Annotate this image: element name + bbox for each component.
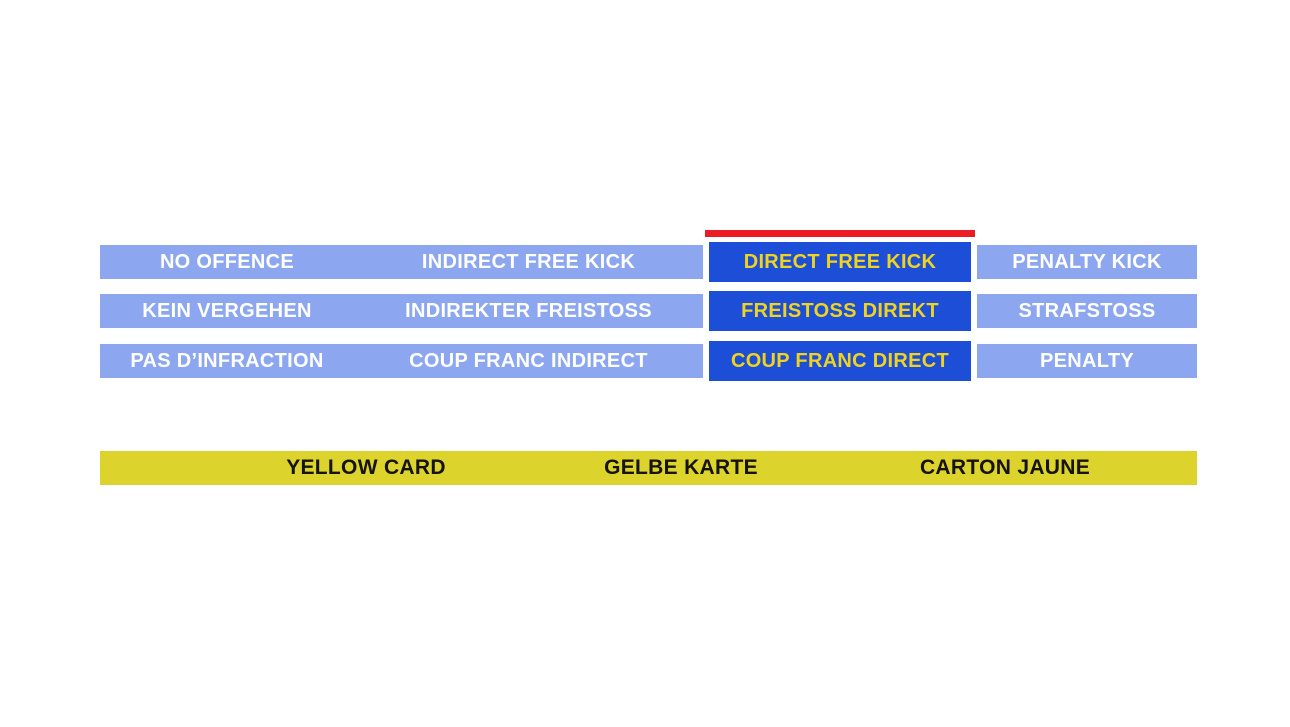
- yellow-card-label-fr: CARTON JAUNE: [919, 456, 1091, 479]
- option-penalty-kick-en[interactable]: PENALTY KICK: [977, 245, 1197, 279]
- yellow-card-bar[interactable]: YELLOW CARD GELBE KARTE CARTON JAUNE: [100, 451, 1197, 485]
- option-group-left-french: PAS D’INFRACTION COUP FRANC INDIRECT: [100, 344, 703, 378]
- option-indirect-free-kick-fr[interactable]: COUP FRANC INDIRECT: [409, 349, 648, 372]
- option-group-left-german: KEIN VERGEHEN INDIREKTER FREISTOSS: [100, 294, 703, 328]
- option-direct-free-kick-de-selected[interactable]: FREISTOSS DIREKT: [709, 291, 971, 331]
- option-direct-free-kick-fr-selected[interactable]: COUP FRANC DIRECT: [709, 341, 971, 381]
- decision-row-german: KEIN VERGEHEN INDIREKTER FREISTOSS FREIS…: [100, 291, 1197, 331]
- decision-board: NO OFFENCE INDIRECT FREE KICK DIRECT FRE…: [100, 230, 1197, 390]
- option-penalty-kick-fr[interactable]: PENALTY: [977, 344, 1197, 378]
- yellow-card-label-en: YELLOW CARD: [286, 456, 446, 479]
- option-no-offence-en[interactable]: NO OFFENCE: [159, 250, 295, 273]
- option-penalty-kick-de[interactable]: STRAFSTOSS: [977, 294, 1197, 328]
- option-group-left-english: NO OFFENCE INDIRECT FREE KICK: [100, 245, 703, 279]
- option-no-offence-de[interactable]: KEIN VERGEHEN: [142, 299, 312, 322]
- option-indirect-free-kick-de[interactable]: INDIREKTER FREISTOSS: [405, 299, 652, 322]
- selection-indicator-bar: [705, 230, 975, 237]
- yellow-card-label-de: GELBE KARTE: [604, 456, 758, 479]
- option-no-offence-fr[interactable]: PAS D’INFRACTION: [130, 349, 324, 372]
- decision-row-french: PAS D’INFRACTION COUP FRANC INDIRECT COU…: [100, 341, 1197, 381]
- decision-row-english: NO OFFENCE INDIRECT FREE KICK DIRECT FRE…: [100, 242, 1197, 282]
- option-indirect-free-kick-en[interactable]: INDIRECT FREE KICK: [421, 250, 636, 273]
- option-direct-free-kick-en-selected[interactable]: DIRECT FREE KICK: [709, 242, 971, 282]
